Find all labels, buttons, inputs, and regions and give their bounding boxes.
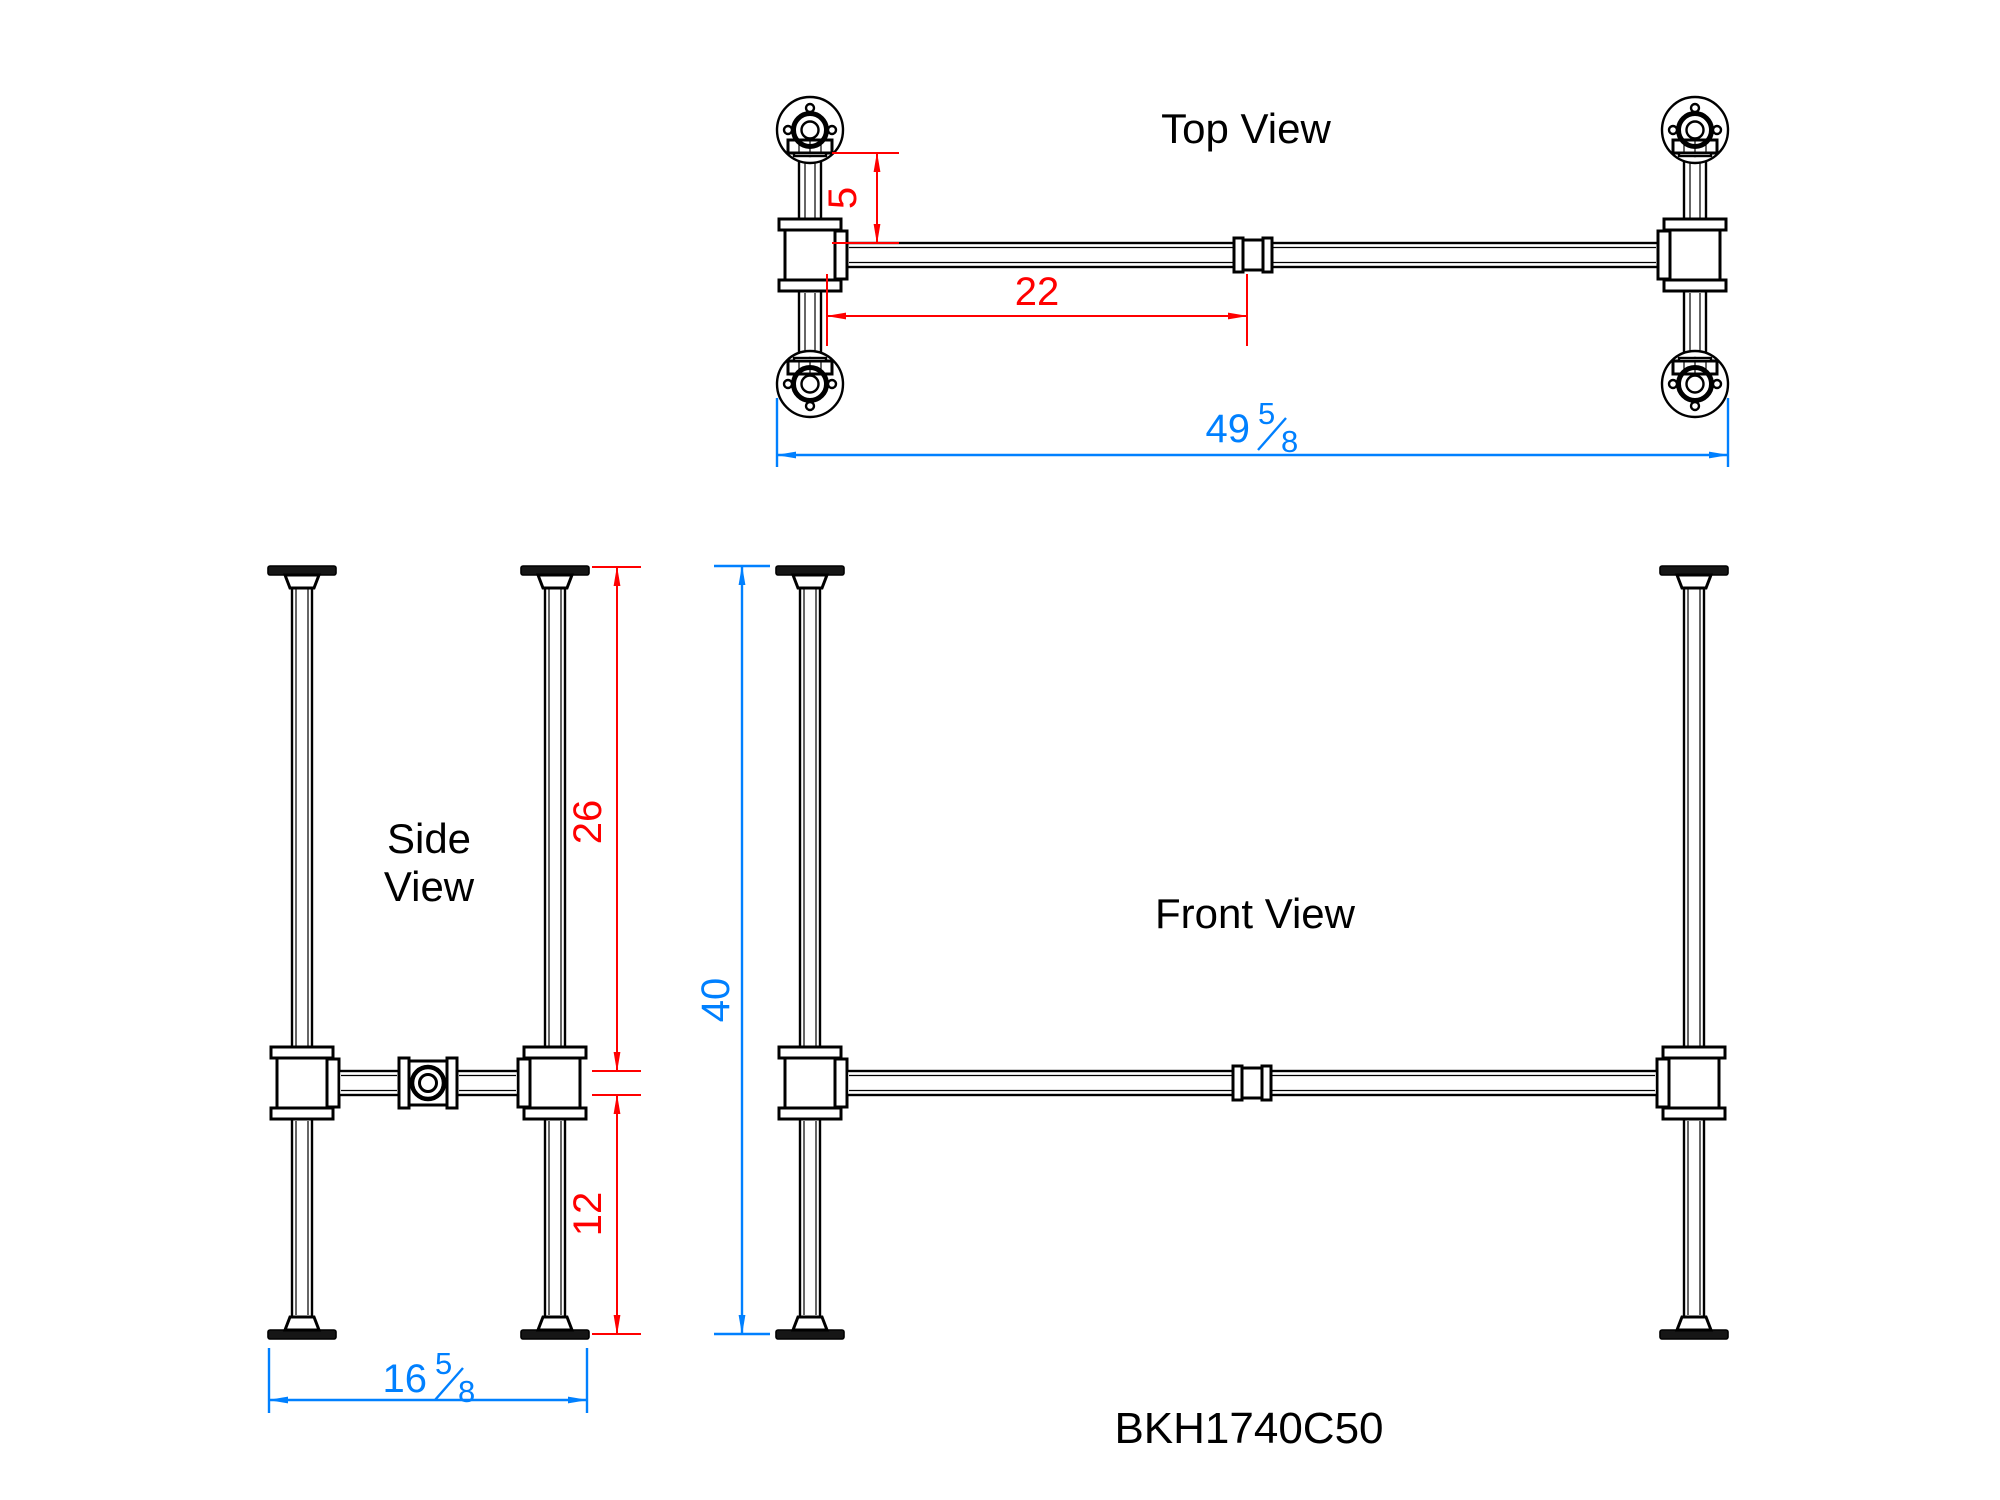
dim-value-5: 5 (821, 187, 865, 209)
side-view-left-leg (266, 564, 341, 1341)
dim-flange-to-rail-offset: 5 (821, 152, 899, 244)
top-view-right-assembly (1656, 97, 1728, 417)
side-view-right-leg (516, 564, 591, 1341)
floor-flange (777, 351, 843, 417)
tee-fitting (269, 1045, 341, 1121)
pipe-coupling (1232, 236, 1274, 274)
dim-rail-segment: 22 (826, 270, 1248, 346)
top-view-left-assembly (777, 97, 849, 417)
top-flange (519, 564, 591, 590)
part-number: BKH1740C50 (1114, 1404, 1383, 1453)
fraction-slash (434, 1367, 464, 1401)
dim-value-16-num: 5 (435, 1346, 452, 1381)
top-flange (774, 564, 846, 590)
top-view-long-rail (845, 236, 1660, 274)
fraction-slash (1257, 417, 1287, 451)
floor-flange (1662, 351, 1728, 417)
center-tee-outlet (399, 1058, 457, 1108)
dim-overall-width: 49 5 8 (775, 396, 1730, 467)
side-view: Side View (266, 564, 641, 1413)
dim-value-40: 40 (694, 978, 738, 1023)
top-flange (266, 564, 338, 590)
tee-fitting (1656, 217, 1728, 293)
front-view-right-leg (1655, 564, 1730, 1341)
side-view-title-line1: Side (387, 815, 471, 862)
dim-value-49-num: 5 (1258, 396, 1275, 431)
pipe-coupling (1231, 1064, 1273, 1102)
dim-value-49-den: 8 (1281, 424, 1298, 459)
front-view-title: Front View (1155, 890, 1356, 937)
side-view-stretcher (337, 1058, 520, 1108)
tee-fitting (777, 1045, 849, 1121)
dim-upper-leg: 26 (566, 566, 641, 1072)
top-view: Top View (777, 97, 1728, 467)
front-view: Front View (694, 564, 1730, 1341)
tee-fitting (777, 217, 849, 293)
dim-value-26: 26 (566, 800, 610, 845)
front-view-left-leg (774, 564, 849, 1341)
dim-value-16-den: 8 (458, 1374, 475, 1409)
dim-value-22: 22 (1015, 270, 1060, 314)
dim-value-12: 12 (566, 1192, 610, 1237)
dim-value-16-whole: 16 (383, 1357, 428, 1401)
foot-flange (519, 1315, 591, 1341)
top-view-title: Top View (1161, 105, 1331, 152)
tee-fitting (1655, 1045, 1727, 1121)
foot-flange (266, 1315, 338, 1341)
tee-fitting (516, 1045, 588, 1121)
side-view-title-line2: View (384, 863, 475, 910)
top-flange (1658, 564, 1730, 590)
dim-overall-depth: 16 5 8 (267, 1346, 589, 1413)
dim-overall-height: 40 (694, 564, 770, 1336)
front-view-stretcher (845, 1064, 1659, 1102)
dim-lower-leg: 12 (566, 1094, 641, 1335)
dim-value-49-whole: 49 (1206, 407, 1251, 451)
foot-flange (774, 1315, 846, 1341)
floor-flange (1662, 97, 1728, 163)
foot-flange (1658, 1315, 1730, 1341)
